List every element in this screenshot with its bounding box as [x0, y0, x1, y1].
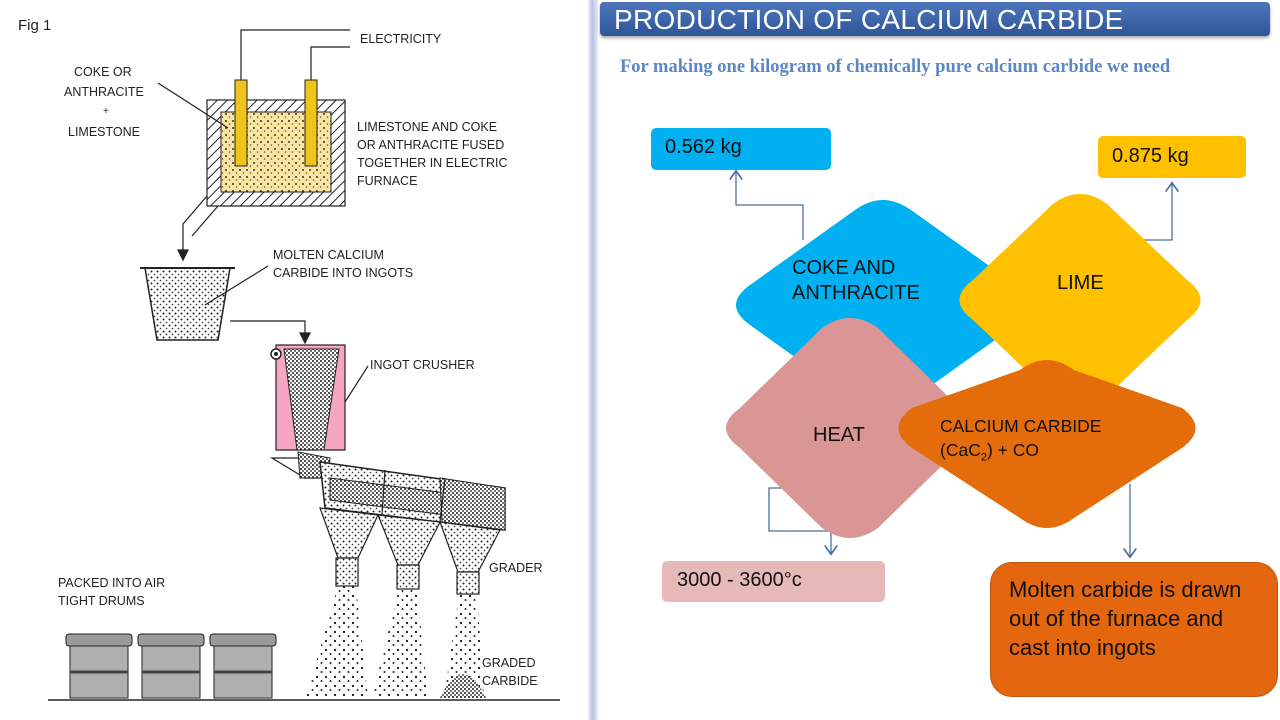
coke-pointer-line — [157, 82, 229, 129]
ladle-pointer-line — [204, 265, 269, 306]
label-limestone: LIMESTONE — [68, 125, 140, 139]
drum — [65, 633, 133, 699]
falling-carbide — [306, 586, 486, 698]
electric-furnace — [206, 79, 346, 207]
temperature-box: 3000 - 3600°c — [662, 561, 885, 602]
label-fused-3: TOGETHER IN ELECTRIC — [357, 156, 507, 170]
label-graded-1: GRADED — [482, 656, 535, 670]
furnace-spout — [177, 195, 219, 262]
slide-subtitle: For making one kilogram of chemically pu… — [620, 57, 1171, 77]
grader — [269, 451, 506, 595]
label-plus: + — [103, 106, 109, 117]
lime-amount-box: 0.875 kg — [1098, 136, 1246, 178]
drum — [209, 633, 277, 699]
label-anthracite: ANTHRACITE — [64, 85, 144, 99]
label-fused-1: LIMESTONE AND COKE — [357, 120, 497, 134]
diamond-label-carbide: CALCIUM CARBIDE (CaC2) + CO — [940, 416, 1102, 464]
process-figure: Fig 1 ELECTRICITY COKE OR ANTHRACITE + L… — [18, 17, 560, 701]
title-bar: PRODUCTION OF CALCIUM CARBIDE — [600, 2, 1270, 36]
slide-title: PRODUCTION OF CALCIUM CARBIDE — [614, 4, 1124, 35]
ingot-ladle — [140, 267, 235, 341]
diamond-label-heat: HEAT — [813, 424, 865, 446]
label-packed-1: PACKED INTO AIR — [58, 576, 165, 590]
process-figure-panel: Fig 1 ELECTRICITY COKE OR ANTHRACITE + L… — [0, 0, 590, 720]
label-fused-2: OR ANTHRACITE FUSED — [357, 138, 504, 152]
panel-divider — [588, 0, 598, 720]
diamond-label-lime: LIME — [1057, 272, 1104, 294]
label-molten-1: MOLTEN CALCIUM — [273, 248, 384, 262]
figure-label: Fig 1 — [18, 17, 51, 34]
ingot-crusher — [270, 344, 346, 451]
label-grader: GRADER — [489, 561, 542, 575]
label-molten-2: CARBIDE INTO INGOTS — [273, 266, 413, 280]
diamond-label-coke: COKE AND ANTHRACITE — [792, 257, 920, 304]
label-coke-or: COKE OR — [74, 65, 132, 79]
result-box: Molten carbide is drawn out of the furna… — [990, 562, 1278, 697]
label-electricity: ELECTRICITY — [360, 32, 442, 46]
label-fused-4: FURNACE — [357, 174, 417, 188]
transfer-arrow — [230, 320, 311, 345]
label-packed-2: TIGHT DRUMS — [58, 594, 145, 608]
label-graded-2: CARBIDE — [482, 674, 538, 688]
label-crusher: INGOT CRUSHER — [370, 358, 475, 372]
crusher-pointer-line — [344, 365, 369, 403]
electricity-wires — [240, 29, 350, 84]
coke-amount-box: 0.562 kg — [651, 128, 831, 170]
drum — [137, 633, 205, 699]
